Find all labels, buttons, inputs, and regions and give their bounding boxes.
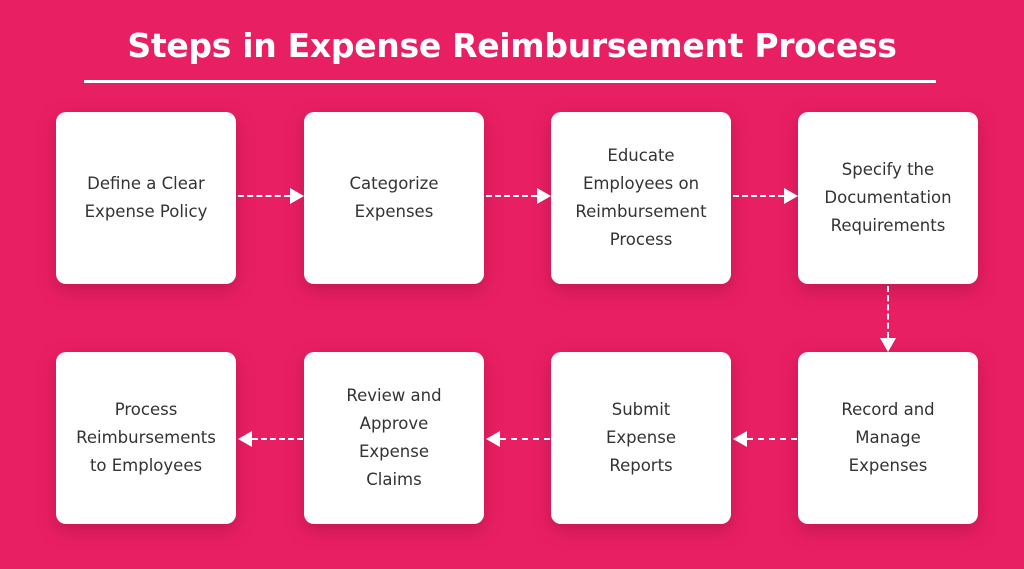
step-3-label: Educate Employees on Reimbursement Proce… bbox=[575, 146, 707, 249]
step-1-box: Define a Clear Expense Policy bbox=[56, 112, 236, 284]
step-7-label: Review and Approve Expense Claims bbox=[346, 386, 442, 489]
step-7-box: Review and Approve Expense Claims bbox=[304, 352, 484, 524]
step-2-box: Categorize Expenses bbox=[304, 112, 484, 284]
arrow-left-icon bbox=[733, 431, 747, 447]
step-8-box: Process Reimbursements to Employees bbox=[56, 352, 236, 524]
step-2-label: Categorize Expenses bbox=[349, 174, 439, 221]
step-4-box: Specify the Documentation Requirements bbox=[798, 112, 978, 284]
diagram-title: Steps in Expense Reimbursement Process bbox=[127, 26, 897, 65]
dashed-line bbox=[733, 195, 784, 197]
step-4-label: Specify the Documentation Requirements bbox=[824, 160, 952, 235]
arrow-right-icon bbox=[784, 188, 798, 204]
dashed-line bbox=[486, 195, 537, 197]
step-1-label: Define a Clear Expense Policy bbox=[84, 174, 208, 221]
step-5-label: Record and Manage Expenses bbox=[841, 400, 935, 475]
dashed-line bbox=[500, 438, 550, 440]
title-underline bbox=[84, 80, 936, 83]
arrow-right-icon bbox=[290, 188, 304, 204]
arrow-down-icon bbox=[880, 338, 896, 352]
dashed-line bbox=[238, 195, 290, 197]
step-6-box: Submit Expense Reports bbox=[551, 352, 731, 524]
step-5-box: Record and Manage Expenses bbox=[798, 352, 978, 524]
dashed-line bbox=[887, 286, 889, 338]
step-6-label: Submit Expense Reports bbox=[605, 400, 677, 475]
step-8-label: Process Reimbursements to Employees bbox=[76, 400, 216, 475]
dashed-line bbox=[252, 438, 303, 440]
arrow-left-icon bbox=[486, 431, 500, 447]
dashed-line bbox=[747, 438, 797, 440]
step-3-box: Educate Employees on Reimbursement Proce… bbox=[551, 112, 731, 284]
arrow-right-icon bbox=[537, 188, 551, 204]
arrow-left-icon bbox=[238, 431, 252, 447]
